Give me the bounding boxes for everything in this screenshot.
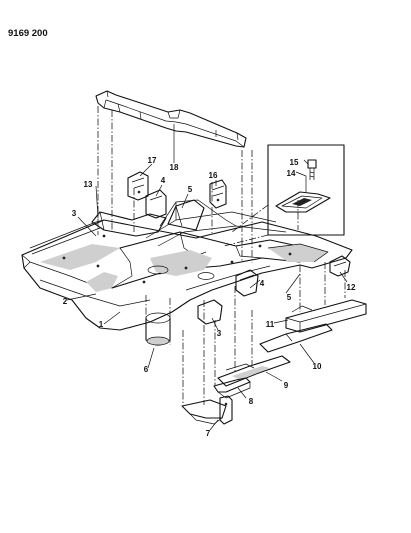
callout-5-lower: 5 bbox=[287, 293, 292, 302]
bracket-part-12 bbox=[329, 255, 351, 277]
detail-inset-box bbox=[267, 144, 345, 236]
rail-part-9 bbox=[217, 355, 291, 387]
callout-11: 11 bbox=[266, 320, 275, 329]
callout-12: 12 bbox=[347, 283, 356, 292]
callout-17: 17 bbox=[148, 156, 157, 165]
callout-15: 15 bbox=[290, 158, 299, 167]
callout-5-upper: 5 bbox=[188, 185, 193, 194]
callout-4-lower: 4 bbox=[260, 279, 265, 288]
bracket-part-7 bbox=[181, 395, 233, 425]
callout-13: 13 bbox=[84, 180, 93, 189]
rail-part-11 bbox=[285, 299, 367, 333]
bracket-part-4-upper bbox=[145, 189, 167, 219]
rail-part-8 bbox=[213, 377, 251, 399]
figure-code: 9169 200 bbox=[8, 28, 48, 39]
bracket-part-17 bbox=[127, 171, 149, 201]
callout-3-lower: 3 bbox=[217, 329, 222, 338]
rail-part-10 bbox=[259, 323, 333, 353]
callout-6: 6 bbox=[144, 365, 149, 374]
callout-1: 1 bbox=[99, 320, 104, 329]
seat-riser-part-5-upper bbox=[167, 199, 205, 231]
left-rail-part-13 bbox=[91, 211, 167, 237]
callout-leaders bbox=[66, 124, 348, 431]
callout-16: 16 bbox=[209, 171, 218, 180]
rear-crossmember-part-18 bbox=[95, 90, 247, 148]
phantom-lines bbox=[97, 106, 346, 405]
callout-2: 2 bbox=[63, 297, 68, 306]
callout-3-left: 3 bbox=[72, 209, 77, 218]
callout-7: 7 bbox=[206, 429, 211, 438]
floor-pan-assembly bbox=[21, 199, 353, 331]
callout-10: 10 bbox=[313, 362, 322, 371]
callout-18: 18 bbox=[170, 163, 179, 172]
reinforcement-part-3-lower bbox=[197, 299, 223, 325]
callout-8: 8 bbox=[249, 397, 254, 406]
jack-pad-part-6 bbox=[145, 312, 171, 346]
callout-14: 14 bbox=[287, 169, 296, 178]
bracket-part-16 bbox=[209, 179, 227, 209]
callout-4-upper: 4 bbox=[161, 176, 166, 185]
callout-labels: 18 17 16 15 14 13 12 11 10 9 8 7 6 5 5 4… bbox=[63, 156, 356, 438]
callout-9: 9 bbox=[284, 381, 289, 390]
gusset-part-4-lower bbox=[235, 269, 259, 297]
